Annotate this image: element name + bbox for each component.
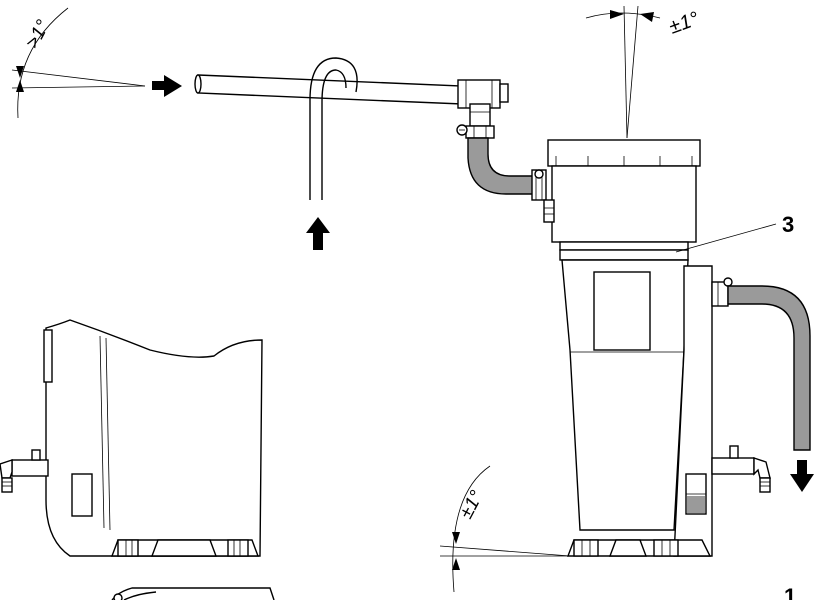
horizontal-reference-line xyxy=(11,85,146,89)
inlet-pipe xyxy=(194,74,463,105)
base-feet-right xyxy=(566,539,712,557)
inlet-angle-arrowhead-down xyxy=(16,80,24,92)
base-tilt-indicator: ±1° xyxy=(439,465,571,593)
base-arrowhead-down xyxy=(452,558,460,570)
base-arrowhead-up xyxy=(452,532,460,544)
drain-valve-left xyxy=(0,449,49,493)
outlet-hose xyxy=(727,285,811,451)
left-container-body xyxy=(45,319,263,557)
left-container-seam-1 xyxy=(99,335,105,529)
left-container-handle xyxy=(43,329,53,383)
filter-neck xyxy=(559,241,689,251)
left-level-window xyxy=(71,473,93,517)
tilt-arrowhead-right xyxy=(640,12,654,22)
outlet-flow-arrow-icon xyxy=(790,460,814,492)
tilt-axis-line xyxy=(626,5,639,139)
tilt-angle-label: ±1° xyxy=(666,8,702,39)
inlet-angle-indicator: >1° xyxy=(11,7,146,119)
tee-clamp-screw-icon xyxy=(456,124,468,136)
base-angle-arc xyxy=(452,465,491,593)
tilt-reference-line xyxy=(623,5,628,139)
filter-ring xyxy=(559,249,689,261)
inlet-hose-clamp xyxy=(531,169,547,201)
inlet-flow-arrow-icon xyxy=(152,75,182,97)
filter-upper-housing xyxy=(551,165,697,243)
callout-3: 3 xyxy=(675,212,794,253)
tilt-arrowhead-left xyxy=(610,10,624,19)
vent-tube xyxy=(309,57,358,200)
outlet-fitting xyxy=(711,277,733,307)
filter-lid xyxy=(547,139,701,167)
filter-label-window xyxy=(593,271,651,351)
level-indicator-fill xyxy=(687,496,705,513)
filter-side-fitting xyxy=(543,199,555,223)
vent-flow-arrow-icon xyxy=(306,217,330,250)
drain-valve-right xyxy=(711,445,771,493)
left-container-seam-2 xyxy=(105,337,111,531)
base-reference-line xyxy=(439,545,571,557)
inlet-hose xyxy=(467,137,541,195)
tee-fitting xyxy=(457,79,509,139)
inlet-angle-label: >1° xyxy=(22,16,54,52)
inlet-angle-arrowhead-up xyxy=(16,66,24,78)
callout-3-label: 3 xyxy=(782,212,794,237)
inlet-reference-line xyxy=(11,69,146,87)
filter-tilt-indicator: ±1° xyxy=(585,5,702,139)
inlet-angle-arc xyxy=(17,7,69,119)
callout-1-label: 1 xyxy=(784,584,796,600)
base-feet-left xyxy=(110,539,260,557)
partial-lid-bottom xyxy=(111,587,275,600)
base-angle-label: ±1° xyxy=(456,487,488,522)
